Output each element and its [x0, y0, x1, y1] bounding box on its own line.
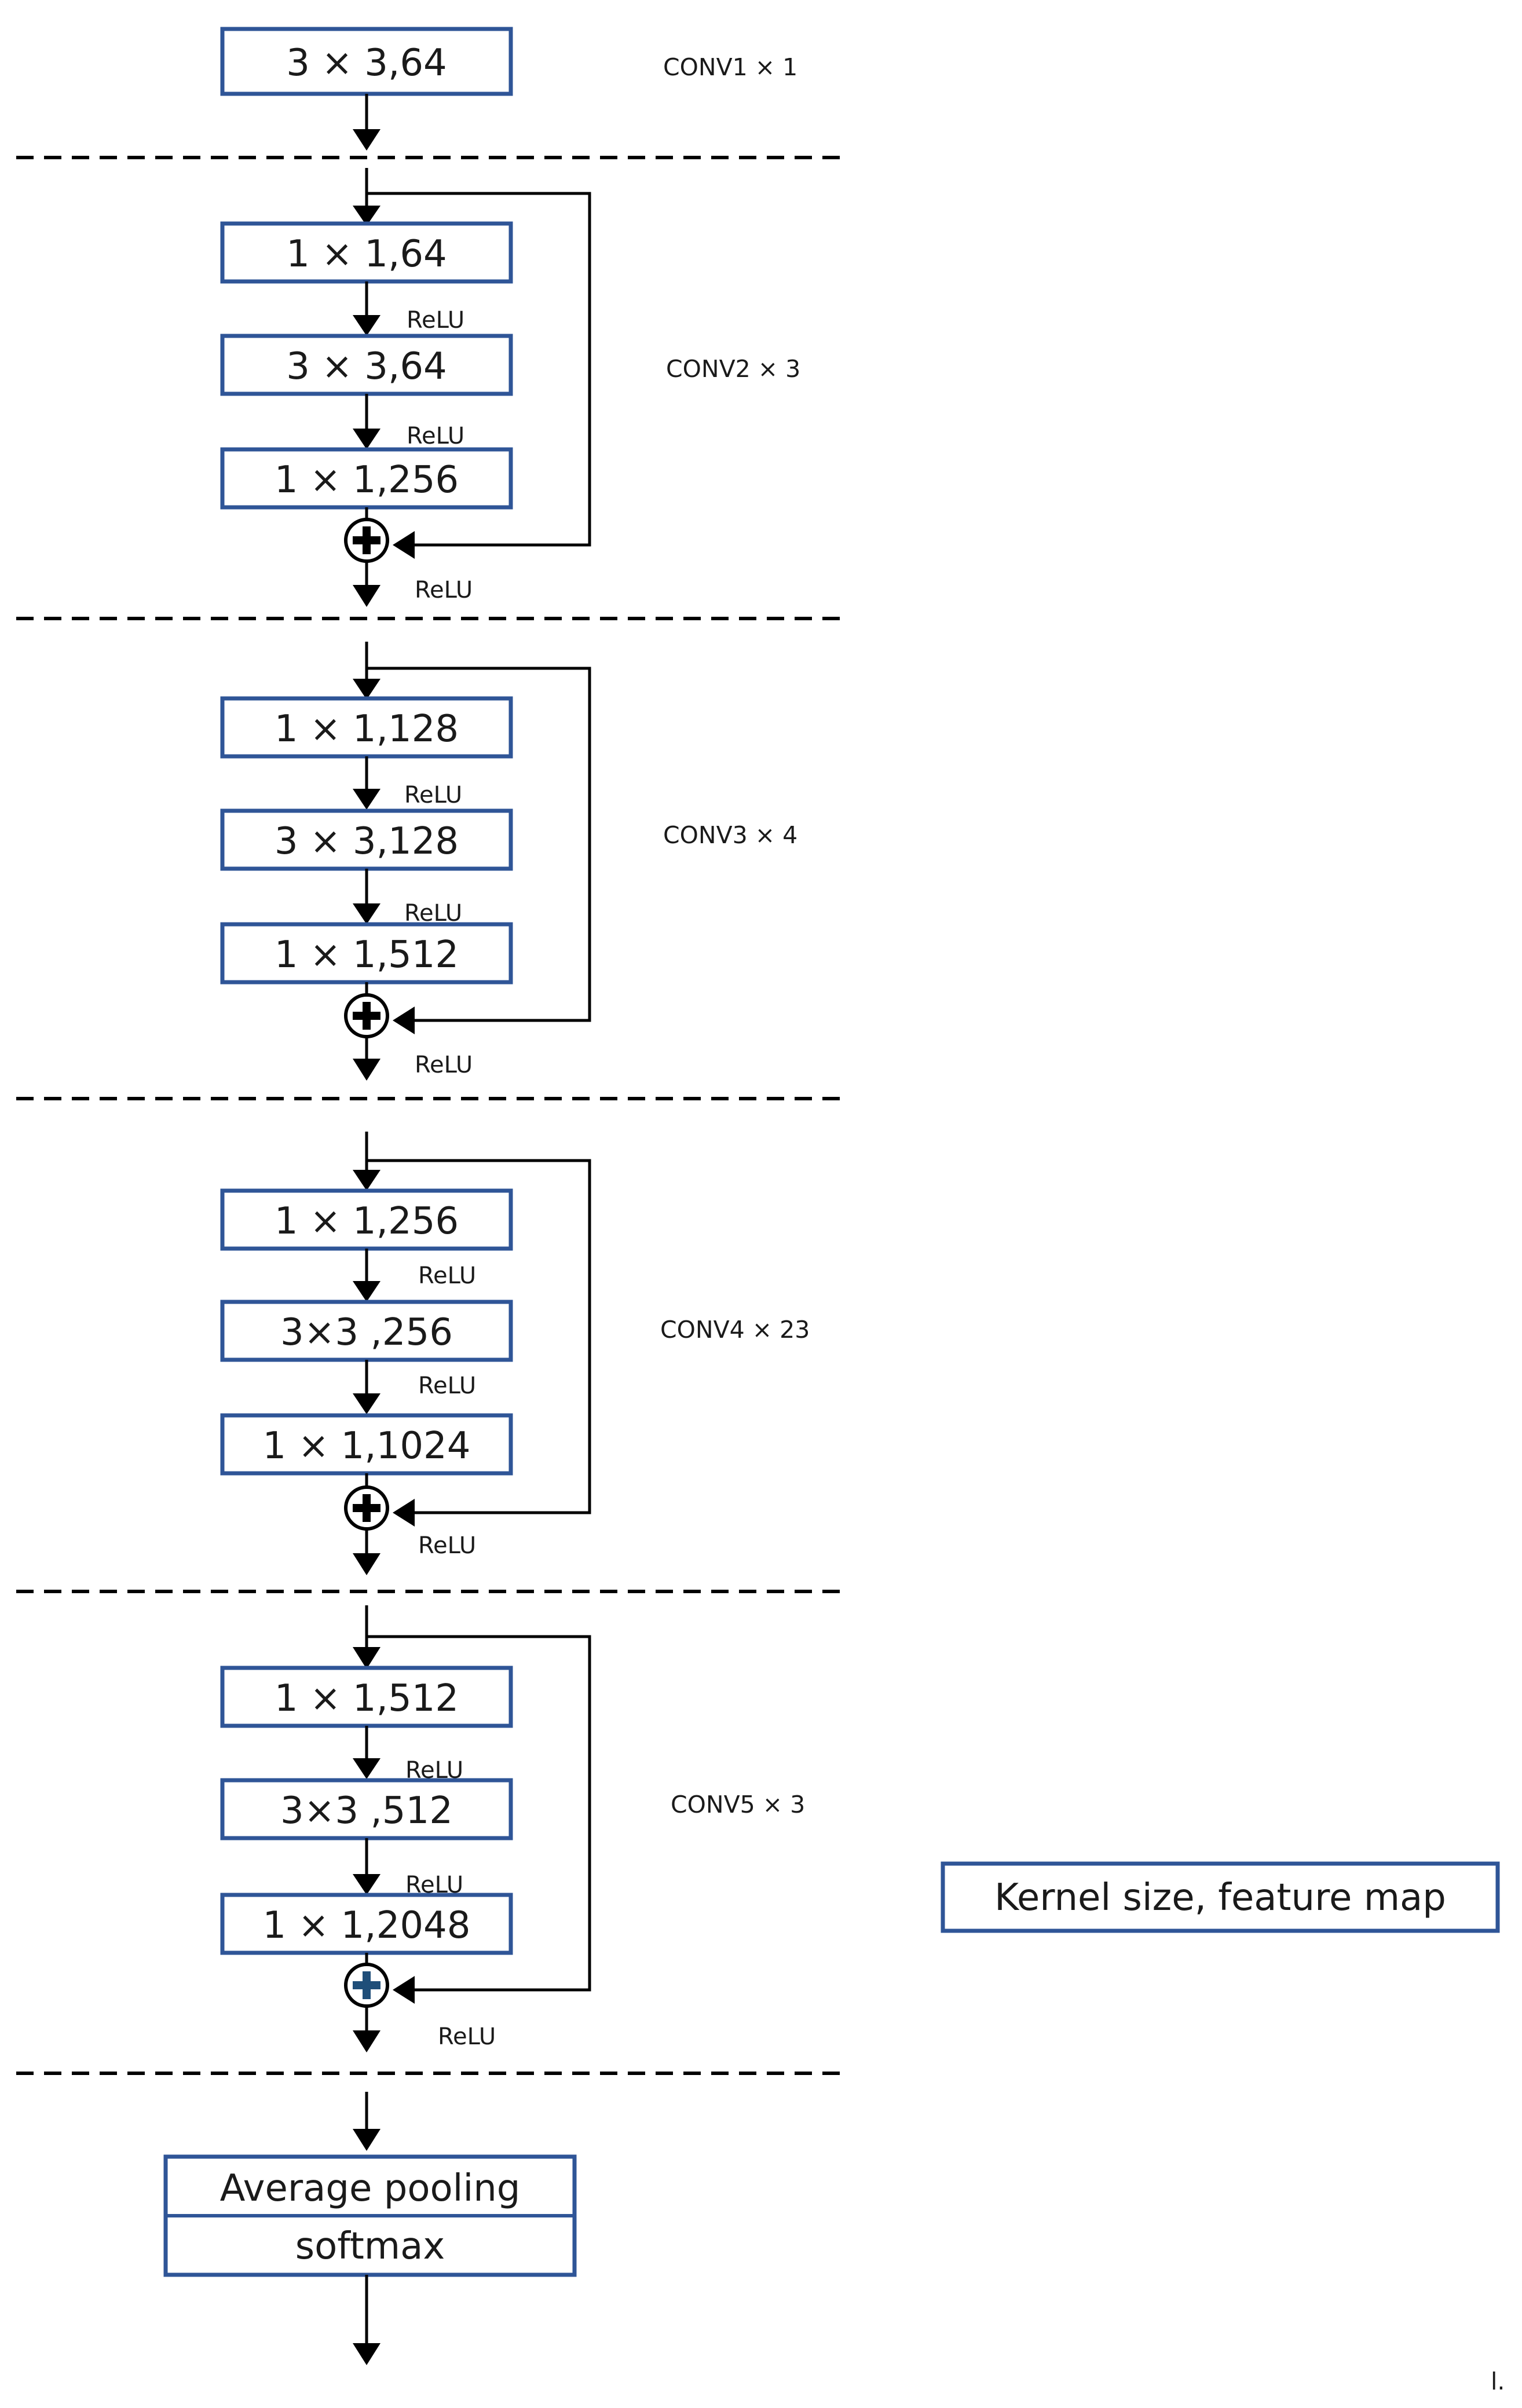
head-out-arrowhead: [353, 2343, 380, 2365]
conv4-layer-1-box: [220, 1188, 513, 1251]
conv4-skip-connection: [367, 1159, 591, 1514]
conv2-arrow-2-head: [353, 429, 380, 449]
conv1-block: 3 × 3,64 CONV1 × 1: [220, 27, 797, 151]
conv4-layer-2-text: 3×3 ,256: [280, 1311, 453, 1354]
conv4-arrow-2-head: [353, 1393, 380, 1414]
conv3-skip-arrowhead: [393, 1007, 415, 1034]
conv4-label: CONV4 × 23: [660, 1316, 810, 1344]
conv5-skip-connection: [367, 1635, 591, 1992]
conv2-label: CONV2 × 3: [666, 355, 800, 383]
conv2-layer-1-text: 1 × 1,64: [286, 233, 447, 276]
conv5-layer-1-text: 1 × 1,512: [275, 1677, 459, 1720]
conv3-relu-out: ReLU: [415, 1052, 473, 1078]
conv4-layer-1-text: 1 × 1,256: [275, 1200, 459, 1243]
conv1-label: CONV1 × 1: [663, 53, 797, 81]
conv4-layer-3-text: 1 × 1,1024: [263, 1425, 471, 1468]
conv3-skip-connection: [367, 667, 591, 1022]
legend-box: [941, 1861, 1500, 1933]
conv5-layer-3-box: [220, 1893, 513, 1955]
conv2-skip-arrowhead: [393, 531, 415, 559]
conv4-out-arrowhead: [353, 1553, 380, 1575]
conv2-relu-out: ReLU: [415, 577, 473, 603]
conv3-out-arrowhead: [353, 1059, 380, 1081]
conv2-arrow-1-head: [353, 315, 380, 336]
conv5-in-arrowhead: [353, 1647, 380, 1669]
conv4-arrow-1-head: [353, 1281, 380, 1302]
conv5-layer-1-box: [220, 1666, 513, 1728]
conv5-block: 1 × 1,512 ReLU 3×3 ,512 ReLU 1 × 1,2048 …: [220, 1605, 805, 2052]
conv4-in-arrowhead: [353, 1170, 380, 1191]
conv5-layer-2-box: [220, 1778, 513, 1840]
conv2-layer-3-text: 1 × 1,256: [275, 459, 459, 502]
conv4-relu-out: ReLU: [418, 1532, 476, 1559]
conv3-label: CONV3 × 4: [663, 821, 797, 849]
conv1-layer-1-text: 3 × 3,64: [286, 42, 447, 85]
legend: Kernel size, feature map: [941, 1861, 1500, 1933]
conv2-in-arrowhead: [353, 206, 380, 226]
conv2-relu-1: ReLU: [407, 307, 464, 334]
conv2-skip-connection: [367, 192, 591, 547]
legend-text: Kernel size, feature map: [994, 1876, 1446, 1919]
conv3-layer-2-box: [220, 808, 513, 871]
average-pooling-text: Average pooling: [220, 2167, 521, 2210]
conv5-label: CONV5 × 3: [671, 1791, 805, 1818]
conv3-relu-2: ReLU: [404, 900, 462, 927]
conv3-arrow-2-head: [353, 903, 380, 924]
conv1-layer-1-box: [220, 27, 513, 96]
conv3-block: 1 × 1,128 ReLU 3 × 3,128 ReLU 1 × 1,512 …: [220, 642, 797, 1081]
conv3-layer-1-text: 1 × 1,128: [275, 708, 459, 751]
conv3-layer-2-text: 3 × 3,128: [275, 820, 459, 863]
conv4-layer-2-box: [220, 1300, 513, 1362]
conv2-layer-2-text: 3 × 3,64: [286, 345, 447, 388]
conv2-layer-2-box: [220, 334, 513, 396]
conv4-layer-3-box: [220, 1413, 513, 1476]
conv4-skip-arrowhead: [393, 1499, 415, 1527]
conv3-layer-3-box: [220, 922, 513, 985]
conv1-out-arrowhead: [353, 129, 380, 151]
conv4-relu-2: ReLU: [418, 1373, 476, 1399]
conv3-layer-1-box: [220, 696, 513, 759]
conv5-out-arrowhead: [353, 2030, 380, 2052]
conv5-layer-3-text: 1 × 1,2048: [263, 1904, 471, 1947]
conv3-relu-1: ReLU: [404, 782, 462, 808]
conv4-block: 1 × 1,256 ReLU 3×3 ,256 ReLU 1 × 1,1024 …: [220, 1132, 810, 1575]
head-in-arrowhead: [353, 2129, 380, 2151]
conv5-arrow-1-head: [353, 1758, 380, 1779]
conv5-arrow-2-head: [353, 1874, 380, 1895]
conv2-block: 1 × 1,64 ReLU 3 × 3,64 ReLU 1 × 1,256 Re…: [220, 168, 800, 607]
corner-mark: l.: [1491, 2367, 1505, 2395]
head-block: Average pooling softmax: [163, 2092, 577, 2365]
conv5-relu-out: ReLU: [438, 2023, 496, 2050]
conv2-out-arrowhead: [353, 585, 380, 607]
conv2-relu-2: ReLU: [407, 423, 464, 449]
conv5-layer-2-text: 3×3 ,512: [280, 1789, 453, 1832]
conv4-relu-1: ReLU: [418, 1262, 476, 1289]
conv3-layer-3-text: 1 × 1,512: [275, 934, 459, 976]
conv5-skip-arrowhead: [393, 1976, 415, 2004]
conv3-arrow-1-head: [353, 789, 380, 810]
softmax-text: softmax: [295, 2225, 445, 2268]
conv3-in-arrowhead: [353, 679, 380, 700]
